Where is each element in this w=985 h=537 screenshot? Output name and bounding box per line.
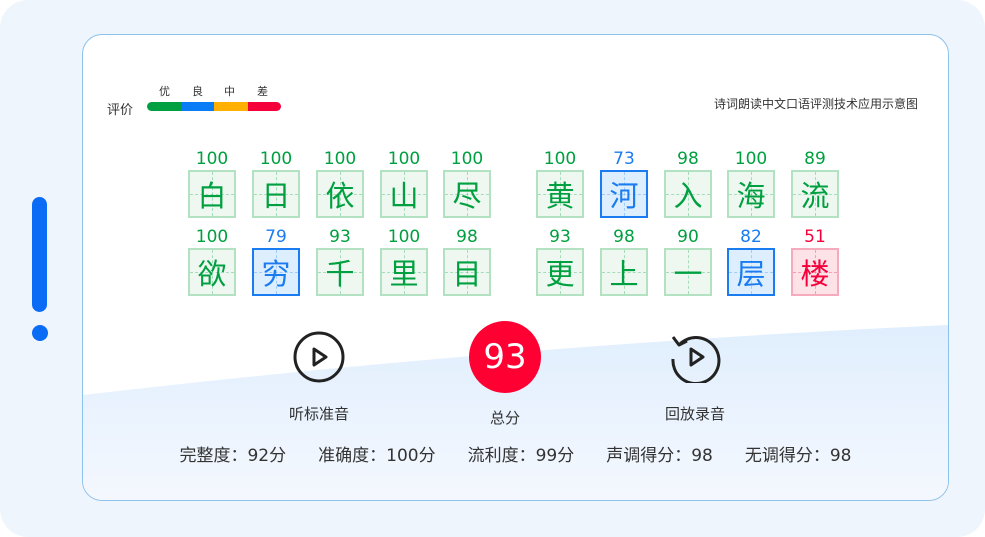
character-box: 一 bbox=[664, 248, 712, 296]
character-score: 100 bbox=[734, 149, 768, 169]
legend-label: 评价 bbox=[107, 103, 134, 118]
character-box: 楼 bbox=[791, 248, 839, 296]
stat-toneless-score: 无调得分：98 bbox=[744, 446, 852, 466]
character-score: 100 bbox=[195, 227, 229, 247]
character-score: 100 bbox=[323, 149, 357, 169]
background-wave bbox=[83, 325, 948, 500]
character-score: 100 bbox=[387, 149, 421, 169]
listen-label: 听标准音 bbox=[288, 405, 349, 423]
character-score: 82 bbox=[740, 227, 762, 247]
character-score: 51 bbox=[804, 227, 826, 247]
character-score: 90 bbox=[677, 227, 699, 247]
character-score: 100 bbox=[259, 149, 293, 169]
character-score: 73 bbox=[613, 149, 635, 169]
character-box: 欲 bbox=[188, 248, 236, 296]
character-score: 100 bbox=[543, 149, 577, 169]
character-box: 白 bbox=[188, 170, 236, 218]
character-box: 上 bbox=[600, 248, 648, 296]
character-score: 98 bbox=[677, 149, 699, 169]
character-score: 79 bbox=[265, 227, 287, 247]
character-box: 山 bbox=[380, 170, 428, 218]
total-score: 93 总分 bbox=[455, 321, 555, 428]
character-score: 98 bbox=[613, 227, 635, 247]
legend-good: 良 bbox=[192, 85, 203, 98]
listen-standard-button[interactable]: 听标准音 bbox=[269, 331, 369, 424]
legend-poor: 差 bbox=[257, 85, 268, 98]
character-score: 100 bbox=[450, 149, 484, 169]
character-box: 日 bbox=[252, 170, 300, 218]
character-box: 依 bbox=[316, 170, 364, 218]
character-box: 更 bbox=[536, 248, 584, 296]
legend-color-bar bbox=[147, 102, 281, 111]
character-box: 目 bbox=[443, 248, 491, 296]
character-box: 入 bbox=[664, 170, 712, 218]
character-box: 千 bbox=[316, 248, 364, 296]
page-title: 诗词朗读中文口语评测技术应用示意图 bbox=[713, 97, 918, 111]
score-stats: 完整度：92分 准确度：100分 流利度：99分 声调得分：98 无调得分：98 bbox=[83, 441, 948, 466]
character-box: 尽 bbox=[443, 170, 491, 218]
stat-fluency: 流利度：99分 bbox=[467, 446, 575, 466]
character-box: 层 bbox=[727, 248, 775, 296]
character-score: 93 bbox=[329, 227, 351, 247]
character-score: 100 bbox=[387, 227, 421, 247]
replay-recording-button[interactable]: 回放录音 bbox=[645, 331, 745, 424]
replay-label: 回放录音 bbox=[664, 405, 725, 423]
total-score-value: 93 bbox=[469, 321, 541, 393]
character-box: 海 bbox=[727, 170, 775, 218]
side-indicator-dot[interactable] bbox=[32, 325, 48, 341]
total-label: 总分 bbox=[489, 409, 520, 427]
character-score: 100 bbox=[195, 149, 229, 169]
character-box: 河 bbox=[600, 170, 648, 218]
character-box: 流 bbox=[791, 170, 839, 218]
character-score: 89 bbox=[804, 149, 826, 169]
legend-excellent: 优 bbox=[159, 85, 170, 98]
stat-accuracy: 准确度：100分 bbox=[318, 446, 436, 466]
character-score: 98 bbox=[456, 227, 478, 247]
legend-medium: 中 bbox=[224, 85, 235, 98]
character-box: 里 bbox=[380, 248, 428, 296]
side-scrollbar[interactable] bbox=[32, 197, 47, 312]
character-box: 黄 bbox=[536, 170, 584, 218]
character-score: 93 bbox=[549, 227, 571, 247]
play-icon bbox=[293, 331, 345, 383]
replay-icon bbox=[669, 331, 721, 386]
character-box: 穷 bbox=[252, 248, 300, 296]
stat-completeness: 完整度：92分 bbox=[179, 446, 287, 466]
stat-tone-score: 声调得分：98 bbox=[606, 446, 713, 466]
